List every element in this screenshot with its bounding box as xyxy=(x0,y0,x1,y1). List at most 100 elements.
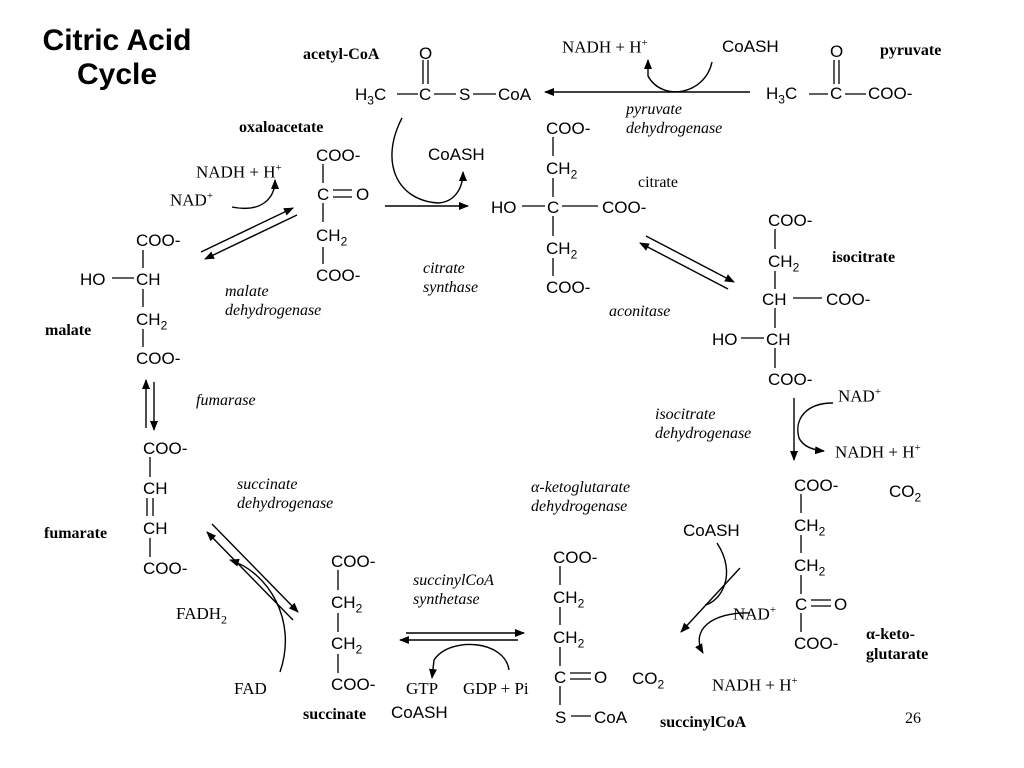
malate-coo-top: COO- xyxy=(136,231,181,250)
enzyme-line: isocitrate xyxy=(655,406,716,423)
cofactor-text: NAD xyxy=(733,604,770,624)
enzyme-line: succinylCoA xyxy=(413,572,494,589)
enzyme-succinylcoa-synthetase: succinylCoA synthetase xyxy=(413,571,494,609)
succinylcoa-o: O xyxy=(594,668,608,687)
cofactor-text: NADH + H xyxy=(196,162,276,182)
alpha-kg-line1: α-keto- xyxy=(866,626,915,643)
fumarate-ch-a: CH xyxy=(143,479,168,498)
superscript: + xyxy=(275,162,282,174)
enzyme-aconitase: aconitase xyxy=(609,303,671,320)
label-pyruvate: pyruvate xyxy=(880,42,942,59)
cofactor-coash-akg: CoASH xyxy=(683,521,740,540)
isocitrate-coo-side: COO- xyxy=(826,290,871,309)
atom: CH xyxy=(136,310,161,329)
cs-acetylcoa-curve xyxy=(391,117,439,204)
subscript: 3 xyxy=(778,92,785,107)
pyruvate-o: O xyxy=(830,42,844,61)
subscript: 2 xyxy=(577,636,585,651)
citrate-ho: HO xyxy=(491,198,517,217)
succinate-ch2-a: CH2 xyxy=(331,594,362,614)
cofactor-text: CO xyxy=(632,669,658,688)
superscript: + xyxy=(874,386,882,398)
idh-cofactor-curve xyxy=(797,402,834,455)
slide-title-line2: Cycle xyxy=(76,57,158,91)
cs-coash-curve xyxy=(437,171,467,204)
slide-title: Citric Acid Cycle xyxy=(22,24,212,92)
enzyme-line: citrate xyxy=(423,260,465,277)
citrate-ch2-top: CH2 xyxy=(546,160,577,180)
enzyme-line: synthetase xyxy=(413,591,480,609)
subscript: 2 xyxy=(160,318,168,333)
malate-ho: HO xyxy=(80,270,106,289)
atom: C xyxy=(373,85,387,104)
enzyme-isocitrate-dehydrogenase: isocitrate dehydrogenase xyxy=(655,405,751,443)
subscript: 2 xyxy=(355,642,363,657)
citrate-ch2-bottom: CH2 xyxy=(546,240,577,260)
cofactor-nad-mdh: NAD+ xyxy=(170,191,213,209)
citrate-coo-top: COO- xyxy=(546,119,591,138)
superscript: + xyxy=(791,675,798,687)
enzyme-line: dehydrogenase xyxy=(225,302,322,320)
cofactor-nad-idh: NAD+ xyxy=(838,387,881,405)
cofactor-text: NADH + H xyxy=(712,675,792,695)
aconitase-fwd-arrow xyxy=(645,235,735,283)
akgdh-nad-curve xyxy=(695,612,751,654)
superscript: + xyxy=(206,190,214,202)
enzyme-malate-dehydrogenase: malate dehydrogenase xyxy=(225,282,321,320)
enzyme-line: synthase xyxy=(423,279,479,297)
enzyme-line: α-ketoglutarate xyxy=(531,479,631,496)
cofactor-gtp: GTP xyxy=(406,679,439,698)
subscript: 2 xyxy=(570,247,578,262)
oaa-coo-bottom: COO- xyxy=(316,266,361,285)
subscript: 2 xyxy=(577,596,585,611)
label-citrate: citrate xyxy=(638,174,678,191)
succinylcoa-s: S xyxy=(555,708,567,727)
label-oxaloacetate: oxaloacetate xyxy=(239,119,324,136)
cofactor-coash-cs: CoASH xyxy=(428,145,485,164)
enzyme-line: dehydrogenase xyxy=(237,495,334,513)
oaa-ch2: CH2 xyxy=(316,227,347,247)
acetylcoa-carbonyl-c: C xyxy=(419,85,432,104)
enzyme-fumarase: fumarase xyxy=(196,392,256,409)
subscript: 2 xyxy=(792,260,800,275)
enzyme-line: malate xyxy=(225,283,269,300)
subscript: 2 xyxy=(818,564,826,579)
page-number: 26 xyxy=(905,710,921,727)
isocitrate-ch: CH xyxy=(762,290,787,309)
oaa-coo-top: COO- xyxy=(316,146,361,165)
acetylcoa-s: S xyxy=(459,85,471,104)
label-acetyl-coa: acetyl-CoA xyxy=(303,46,380,63)
enzyme-succinate-dehydrogenase: succinate dehydrogenase xyxy=(237,475,333,513)
mdh-rev-arrow xyxy=(204,214,298,260)
akg-coo-bottom: COO- xyxy=(794,634,839,653)
cofactor-co2-idh: CO2 xyxy=(889,483,921,503)
akg-o: O xyxy=(834,595,848,614)
succinate-coo-top: COO- xyxy=(331,552,376,571)
cofactor-fad: FAD xyxy=(234,679,267,698)
cofactor-nadh-akg: NADH + H+ xyxy=(712,676,798,694)
subscript: 3 xyxy=(367,93,374,108)
sdh-fwd-arrow xyxy=(211,523,299,613)
subscript: 2 xyxy=(355,601,363,616)
cofactor-coash-scs: CoASH xyxy=(391,703,448,722)
superscript: + xyxy=(914,442,921,454)
isocitrate-ho: HO xyxy=(712,330,738,349)
atom: CH xyxy=(331,634,356,653)
fumarate-coo-bottom: COO- xyxy=(143,559,188,578)
cofactor-text: CO xyxy=(889,482,915,501)
subscript: 2 xyxy=(914,490,922,505)
atom: CH xyxy=(553,628,578,647)
malate-ch: CH xyxy=(136,270,161,289)
cofactor-coash-pdh: CoASH xyxy=(722,37,779,56)
subscript: 2 xyxy=(657,677,665,692)
isocitrate-ch2: CH2 xyxy=(768,253,799,273)
fumarate-ch-b: CH xyxy=(143,519,168,538)
akg-ch2-b: CH2 xyxy=(794,557,825,577)
superscript: + xyxy=(641,37,648,49)
atom: CH xyxy=(316,226,341,245)
label-fumarate: fumarate xyxy=(44,525,108,542)
oaa-c: C xyxy=(317,185,330,204)
slide-title-line1: Citric Acid xyxy=(42,24,192,57)
atom: CH xyxy=(546,159,571,178)
